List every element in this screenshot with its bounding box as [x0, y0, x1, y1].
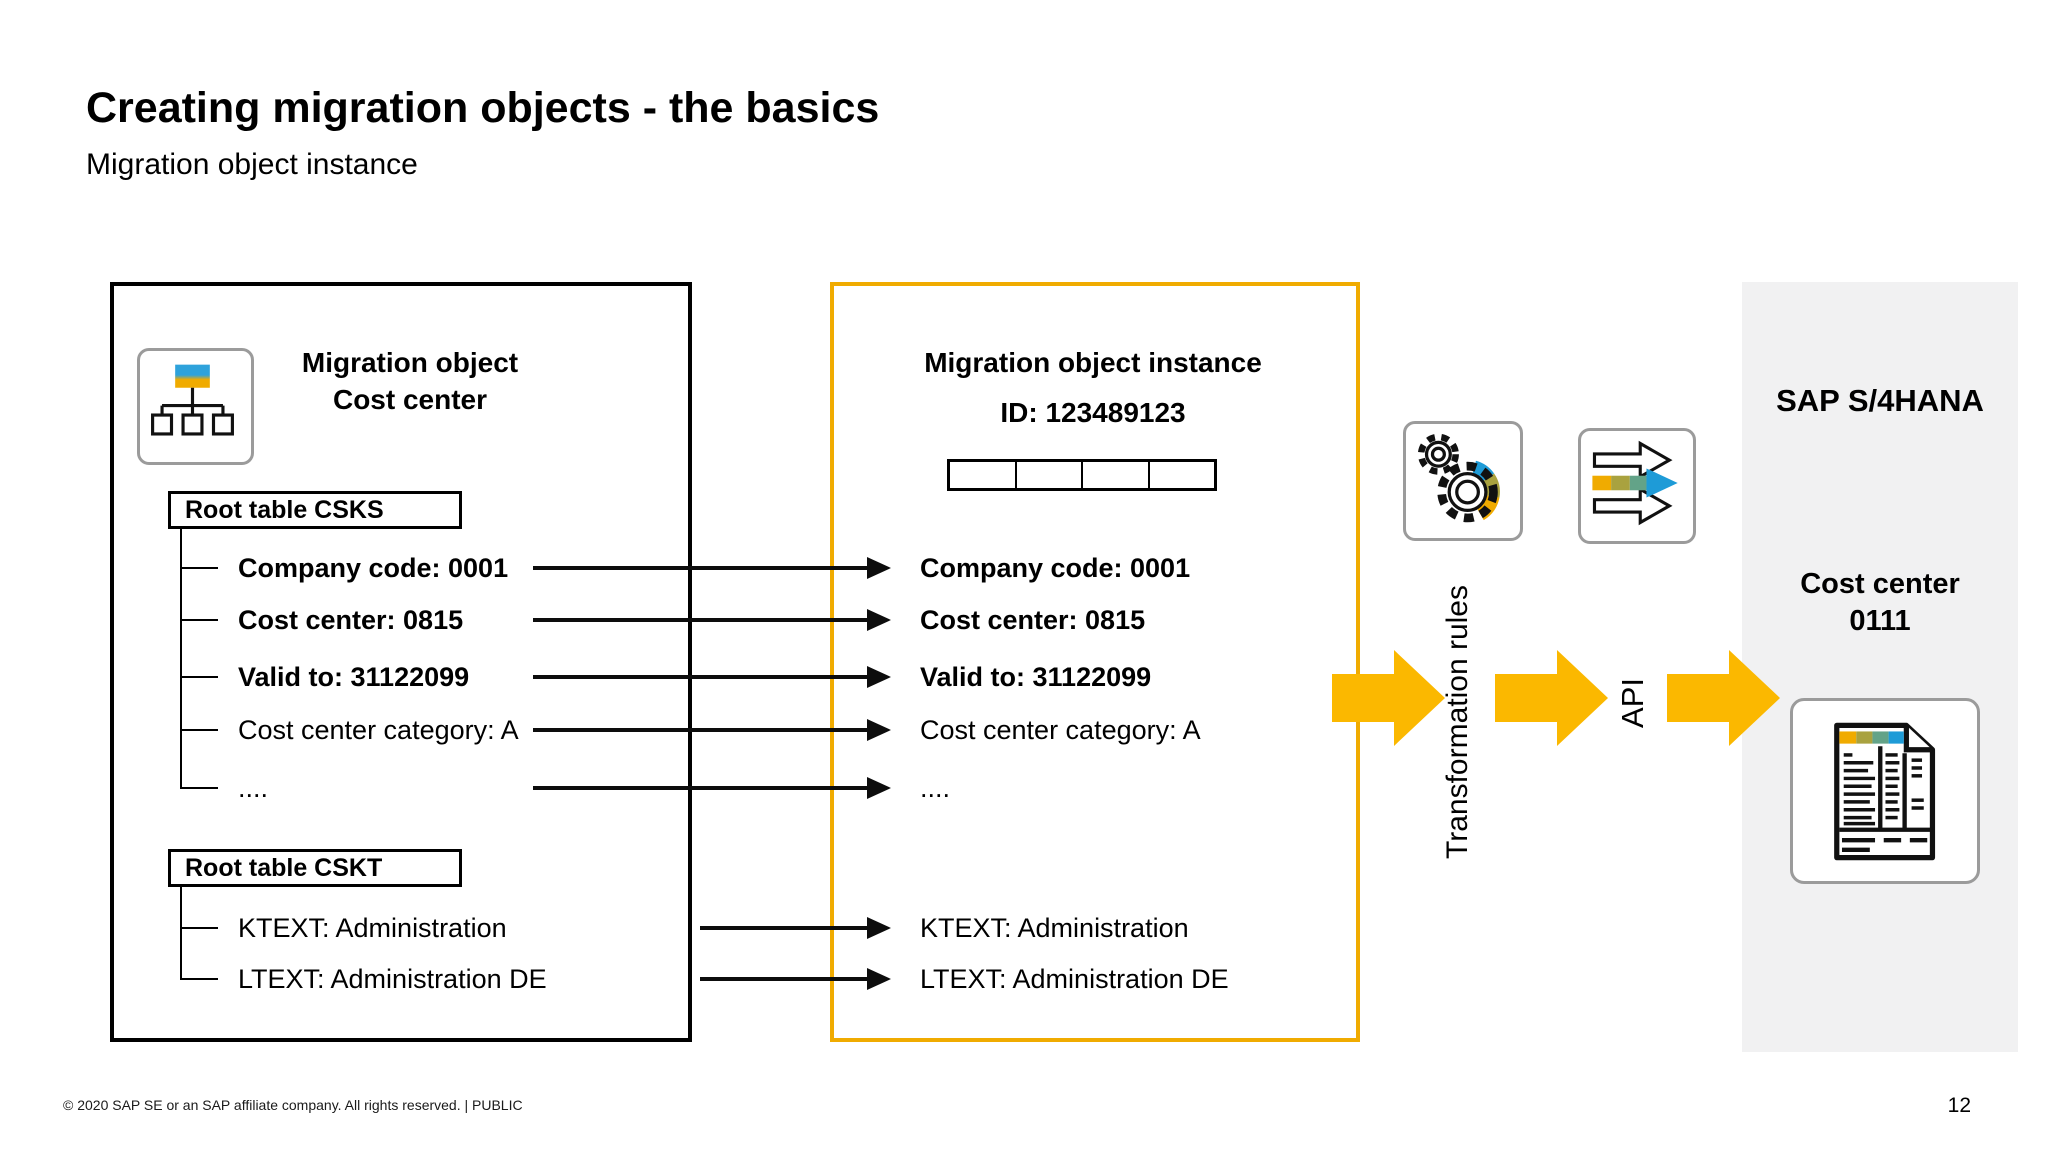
mapping-arrow: [533, 719, 891, 741]
record-cell: [1083, 462, 1150, 488]
source-field: Valid to: 31122099: [238, 662, 470, 692]
mapping-arrow: [533, 666, 891, 688]
tree-branch: [180, 619, 218, 621]
mapping-arrow: [700, 917, 891, 939]
source-field: KTEXT: Administration: [238, 913, 507, 943]
flow-arrow: [1495, 650, 1608, 746]
instance-field: Company code: 0001: [920, 553, 1191, 583]
record-cell: [1017, 462, 1083, 488]
copyright-footer: © 2020 SAP SE or an SAP affiliate compan…: [63, 1097, 523, 1113]
instance-field: ....: [920, 773, 951, 803]
tree-branch: [180, 978, 218, 980]
tree-line: [180, 887, 182, 980]
instance-id: ID: 123489123: [1000, 397, 1186, 428]
tree-branch: [180, 567, 218, 569]
migration-object-instance-box: [830, 282, 1360, 1042]
source-field: LTEXT: Administration DE: [238, 964, 547, 994]
source-field: Company code: 0001: [238, 553, 509, 583]
report-document-icon: [1790, 698, 1980, 884]
sap-s4hana-panel: [1742, 282, 2018, 1052]
tree-line: [180, 529, 182, 789]
mapping-arrow: [700, 968, 891, 990]
instance-field: LTEXT: Administration DE: [920, 964, 1229, 994]
instance-field: Cost center: 0815: [920, 605, 1146, 635]
source-field: ....: [238, 773, 269, 803]
target-result: Cost center 0111: [1800, 568, 1960, 637]
instance-field: Cost center category: A: [920, 715, 1201, 745]
mapping-arrow: [533, 777, 891, 799]
source-field: Cost center: 0815: [238, 605, 464, 635]
tree-branch: [180, 676, 218, 678]
tree-branch: [180, 927, 218, 929]
source-field: Cost center category: A: [238, 715, 519, 745]
flow-arrow: [1332, 650, 1445, 746]
target-system-title: SAP S/4HANA: [1776, 383, 1984, 418]
gears-icon: [1403, 421, 1523, 541]
transfer-arrows-icon: [1578, 428, 1696, 544]
mapping-arrow: [533, 609, 891, 631]
source-box-title: Migration object Cost center: [301, 347, 519, 415]
instance-box-title: Migration object instance: [924, 347, 1262, 378]
transformation-rules-label: Transformation rules: [1441, 585, 1474, 859]
api-label: API: [1615, 678, 1650, 728]
root-table-cskt-label: Root table CSKT: [168, 849, 462, 887]
tree-branch: [180, 729, 218, 731]
page-number: 12: [1947, 1094, 1971, 1117]
instance-field: Valid to: 31122099: [920, 662, 1152, 692]
hierarchy-icon: [137, 348, 254, 465]
instance-field: KTEXT: Administration: [920, 913, 1189, 943]
mapping-arrow: [533, 557, 891, 579]
record-cell: [1150, 462, 1215, 488]
page-title: Creating migration objects - the basics: [86, 84, 880, 132]
record-strip: [947, 459, 1217, 491]
record-cell: [950, 462, 1017, 488]
tree-branch: [180, 787, 218, 789]
page-subtitle: Migration object instance: [86, 148, 418, 181]
flow-arrow: [1667, 650, 1780, 746]
root-table-csks-label: Root table CSKS: [168, 491, 462, 529]
